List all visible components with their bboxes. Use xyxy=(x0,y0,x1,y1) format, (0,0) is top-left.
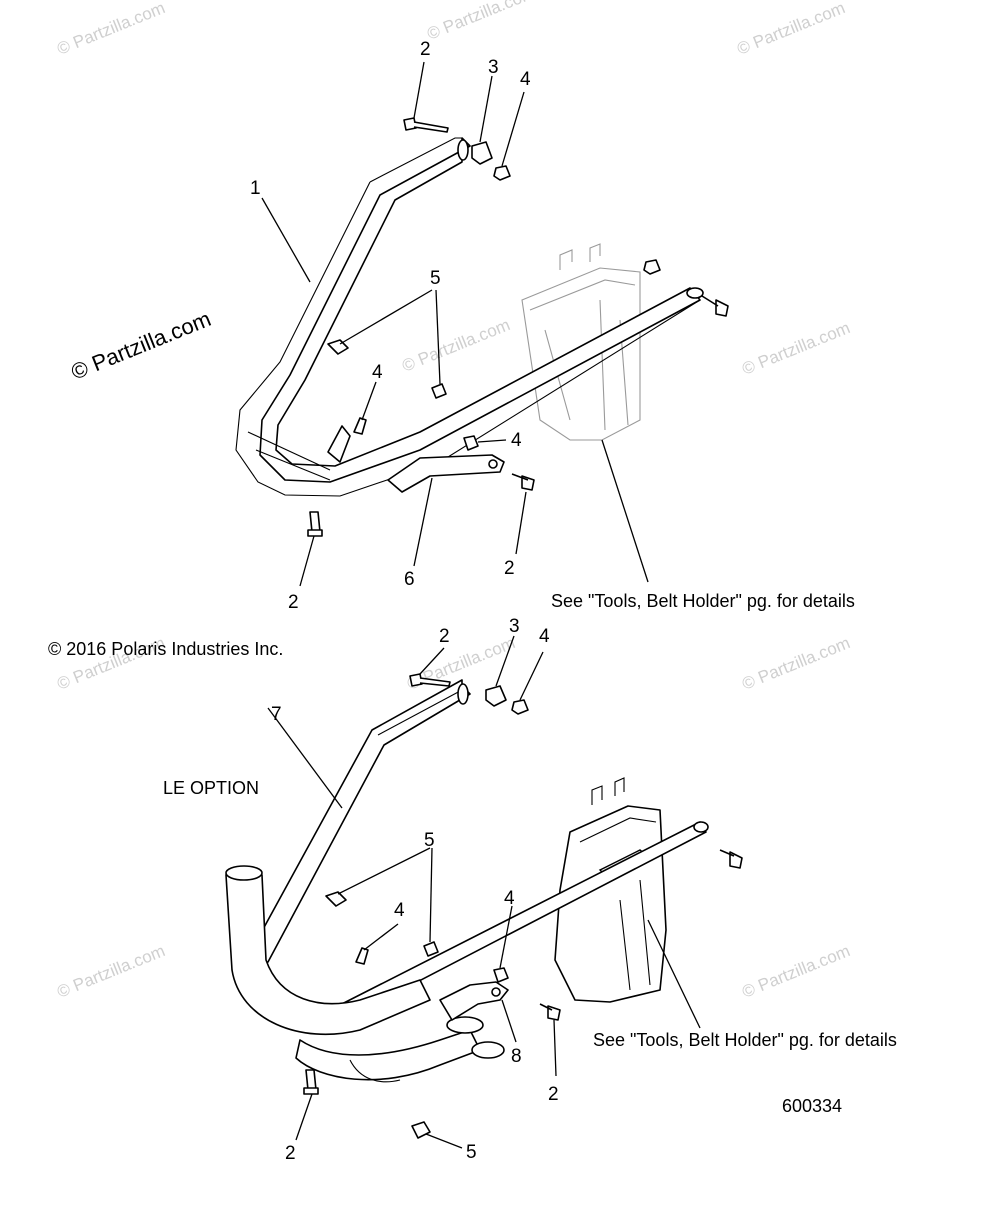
callout-5: 5 xyxy=(430,268,441,289)
top-assembly: 2 3 4 1 5 4 4 6 2 2 See "Tools, Belt Hol… xyxy=(235,39,855,613)
callout-6: 6 xyxy=(404,569,415,590)
partzilla-watermark: © Partzilla.com xyxy=(68,306,215,385)
callout-1: 1 xyxy=(250,178,261,199)
callout-4: 4 xyxy=(520,69,531,90)
diagram-number: 600334 xyxy=(782,1096,842,1116)
clip-3 xyxy=(485,685,507,707)
callout-8: 8 xyxy=(511,1046,522,1067)
callout-2: 2 xyxy=(548,1084,559,1105)
callout-5: 5 xyxy=(424,830,435,851)
bracket-8 xyxy=(439,981,509,1021)
watermark: © Partzilla.com xyxy=(739,941,852,1002)
callout-4: 4 xyxy=(504,888,515,909)
bumper-tubes xyxy=(225,865,505,1083)
watermark: © Partzilla.com xyxy=(54,0,167,59)
callout-4: 4 xyxy=(372,362,383,383)
leader-lines-bottom xyxy=(267,635,701,1149)
watermark: © Partzilla.com xyxy=(424,0,537,44)
watermark-layer: © Partzilla.com © Partzilla.com © Partzi… xyxy=(54,0,852,1002)
watermark: © Partzilla.com xyxy=(399,315,512,376)
clip-3 xyxy=(471,141,493,165)
option-label: LE OPTION xyxy=(163,778,259,798)
watermark: © Partzilla.com xyxy=(734,0,847,59)
callout-7: 7 xyxy=(271,704,282,725)
callout-3: 3 xyxy=(488,57,499,78)
bracket-6 xyxy=(327,425,505,493)
callout-5: 5 xyxy=(466,1142,477,1163)
belt-holder-note-top: See "Tools, Belt Holder" pg. for details xyxy=(551,591,855,611)
callout-4: 4 xyxy=(511,430,522,451)
fasteners-bottom xyxy=(303,673,743,1139)
leader-lines-top xyxy=(261,61,649,587)
watermark: © Partzilla.com xyxy=(739,633,852,694)
watermark: © Partzilla.com xyxy=(54,941,167,1002)
bottom-assembly: LE OPTION xyxy=(163,616,897,1164)
belt-holder-ghost xyxy=(521,243,641,441)
copyright-text: © 2016 Polaris Industries Inc. xyxy=(48,639,283,659)
callout-2: 2 xyxy=(285,1143,296,1164)
callout-4: 4 xyxy=(539,626,550,647)
callout-4: 4 xyxy=(394,900,405,921)
callout-2: 2 xyxy=(439,626,450,647)
belt-holder-note-bottom: See "Tools, Belt Holder" pg. for details xyxy=(593,1030,897,1050)
callout-2: 2 xyxy=(420,39,431,60)
watermark: © Partzilla.com xyxy=(739,318,852,379)
fasteners-top xyxy=(307,117,729,537)
callout-2: 2 xyxy=(288,592,299,613)
callout-2: 2 xyxy=(504,558,515,579)
callout-3: 3 xyxy=(509,616,520,637)
